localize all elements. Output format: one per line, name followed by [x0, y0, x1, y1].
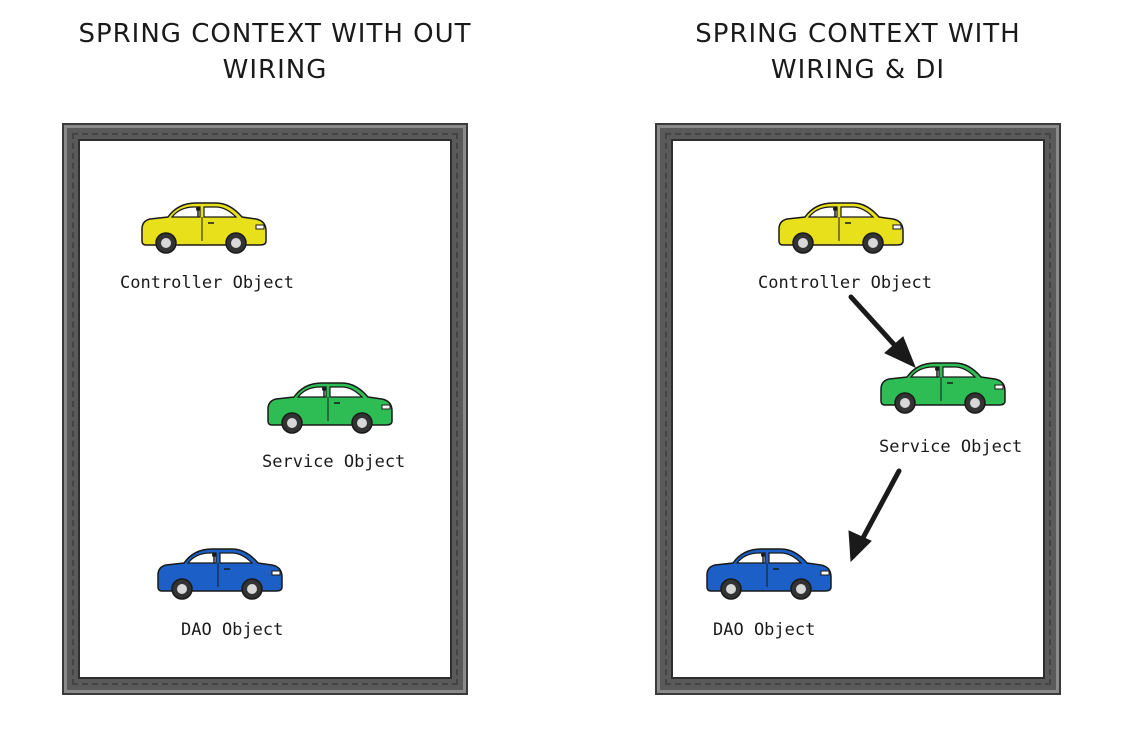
- left-title-line-1: SPRING CONTEXT WITH OUT: [78, 19, 472, 49]
- car-icon: [267, 382, 393, 434]
- car-icon: [141, 202, 267, 254]
- dao-object-label: DAO Object: [713, 620, 816, 640]
- right-title-line-1: SPRING CONTEXT WITH: [695, 19, 1021, 49]
- left-panel-title: SPRING CONTEXT WITH OUT WIRING: [75, 16, 475, 88]
- right-panel-title: SPRING CONTEXT WITH WIRING & DI: [658, 16, 1058, 88]
- controller-object-label: Controller Object: [120, 273, 294, 293]
- service-object-label: Service Object: [262, 452, 406, 472]
- left-title-line-2: WIRING: [222, 55, 328, 85]
- left-spring-context-frame: Controller Object Service Object DAO Obj…: [64, 125, 466, 693]
- car-icon: [157, 548, 283, 600]
- arrow-service-to-dao: [848, 468, 902, 563]
- dao-object-label: DAO Object: [181, 620, 284, 640]
- controller-object-label: Controller Object: [758, 273, 932, 293]
- right-spring-context-frame: Controller Object Service Object DAO Obj…: [657, 125, 1059, 693]
- service-object-label: Service Object: [879, 437, 1023, 457]
- right-title-line-2: WIRING & DI: [770, 55, 946, 85]
- arrow-icon: [848, 294, 916, 563]
- arrow-controller-to-service: [848, 294, 916, 368]
